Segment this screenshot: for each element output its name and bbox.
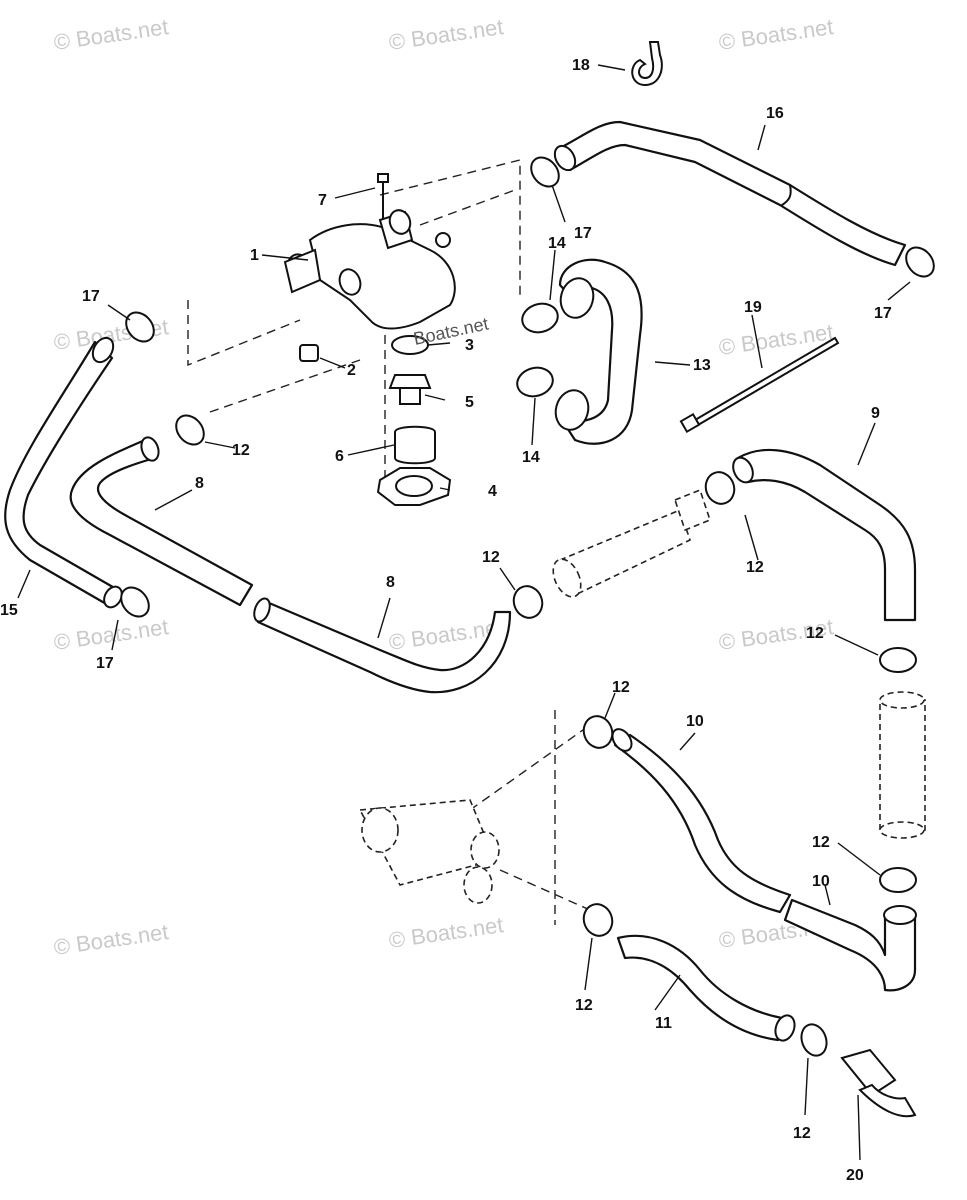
leader-lines xyxy=(17,64,911,1161)
hose-clamp-icon xyxy=(175,414,205,446)
fitting-20 xyxy=(840,1048,917,1118)
callout-8: 8 xyxy=(386,574,395,591)
phantom-cooler-upper xyxy=(552,488,711,598)
callout-12: 12 xyxy=(612,679,630,696)
clip-18 xyxy=(631,41,663,87)
callout-17: 17 xyxy=(574,225,592,242)
hose-clamp-icon xyxy=(120,586,150,618)
callout-5: 5 xyxy=(465,394,474,411)
sleeve-6 xyxy=(394,425,436,465)
hose-clamp-icon xyxy=(704,471,736,505)
hose-8-left xyxy=(69,436,254,607)
hose-10-left xyxy=(611,728,792,914)
gasket-4 xyxy=(376,467,452,506)
callout-12: 12 xyxy=(812,834,830,851)
callout-11: 11 xyxy=(655,1015,672,1032)
hose-16 xyxy=(553,120,907,267)
alignment-lines xyxy=(187,159,591,925)
callout-14: 14 xyxy=(548,235,566,252)
watermark: © Boats.net xyxy=(52,919,170,960)
callout-10: 10 xyxy=(812,873,830,890)
callout-18: 18 xyxy=(572,57,590,74)
callout-17: 17 xyxy=(96,655,114,672)
watermark: © Boats.net xyxy=(52,614,170,655)
hose-clamp-icon xyxy=(879,867,917,893)
hose-clamp-icon xyxy=(530,156,560,188)
callout-labels: 1 2 3 4 5 6 7 8 8 9 10 10 11 12 12 12 12… xyxy=(0,57,892,1184)
thermostat-5 xyxy=(388,374,432,405)
callout-13: 13 xyxy=(693,357,711,374)
callout-14: 14 xyxy=(522,449,540,466)
callout-19: 19 xyxy=(744,299,762,316)
thermostat-housing xyxy=(283,209,456,330)
hose-10-right xyxy=(783,898,917,992)
hose-clamp-icon xyxy=(521,302,559,334)
watermark: © Boats.net xyxy=(387,14,505,55)
hose-clamp-icon xyxy=(582,903,614,937)
hose-9 xyxy=(732,448,917,622)
cable-tie-19 xyxy=(679,336,840,434)
callout-4: 4 xyxy=(488,483,497,500)
hose-clamp-icon xyxy=(516,366,554,398)
hose-15 xyxy=(4,336,123,609)
hose-clamps xyxy=(120,156,935,1057)
callout-16: 16 xyxy=(766,105,784,122)
bolt-7 xyxy=(377,173,389,219)
callout-7: 7 xyxy=(318,192,327,209)
callout-20: 20 xyxy=(846,1167,864,1184)
callout-8: 8 xyxy=(195,475,204,492)
hose-clamp-icon xyxy=(905,246,935,278)
hose-8-right xyxy=(253,597,512,694)
hose-clamp-icon xyxy=(125,311,155,343)
hose-clamp-icon xyxy=(512,585,544,619)
phantom-pump xyxy=(358,799,500,904)
callout-3: 3 xyxy=(465,337,474,354)
watermark: © Boats.net xyxy=(717,14,835,55)
hose-clamp-icon xyxy=(879,647,917,673)
callout-12: 12 xyxy=(232,442,250,459)
plug-bolt-icon xyxy=(435,232,451,248)
hose-13 xyxy=(554,258,643,445)
callout-1: 1 xyxy=(250,247,259,264)
phantom-cooler-vertical xyxy=(879,691,926,839)
hose-clamp-icon xyxy=(800,1023,828,1057)
watermark: © Boats.net xyxy=(387,912,505,953)
callout-10: 10 xyxy=(686,713,704,730)
callout-17: 17 xyxy=(82,288,100,305)
callout-12: 12 xyxy=(575,997,593,1014)
callout-12: 12 xyxy=(482,549,500,566)
watermark: © Boats.net xyxy=(52,14,170,55)
hose-11 xyxy=(616,934,796,1042)
callout-17: 17 xyxy=(874,305,892,322)
callout-9: 9 xyxy=(871,405,880,422)
callout-12: 12 xyxy=(793,1125,811,1142)
callout-12: 12 xyxy=(746,559,764,576)
callout-2: 2 xyxy=(347,362,356,379)
callout-12: 12 xyxy=(806,625,824,642)
callout-15: 15 xyxy=(0,602,18,619)
callout-6: 6 xyxy=(335,448,344,465)
plug-2 xyxy=(299,344,319,362)
hose-clamp-icon xyxy=(582,715,614,749)
